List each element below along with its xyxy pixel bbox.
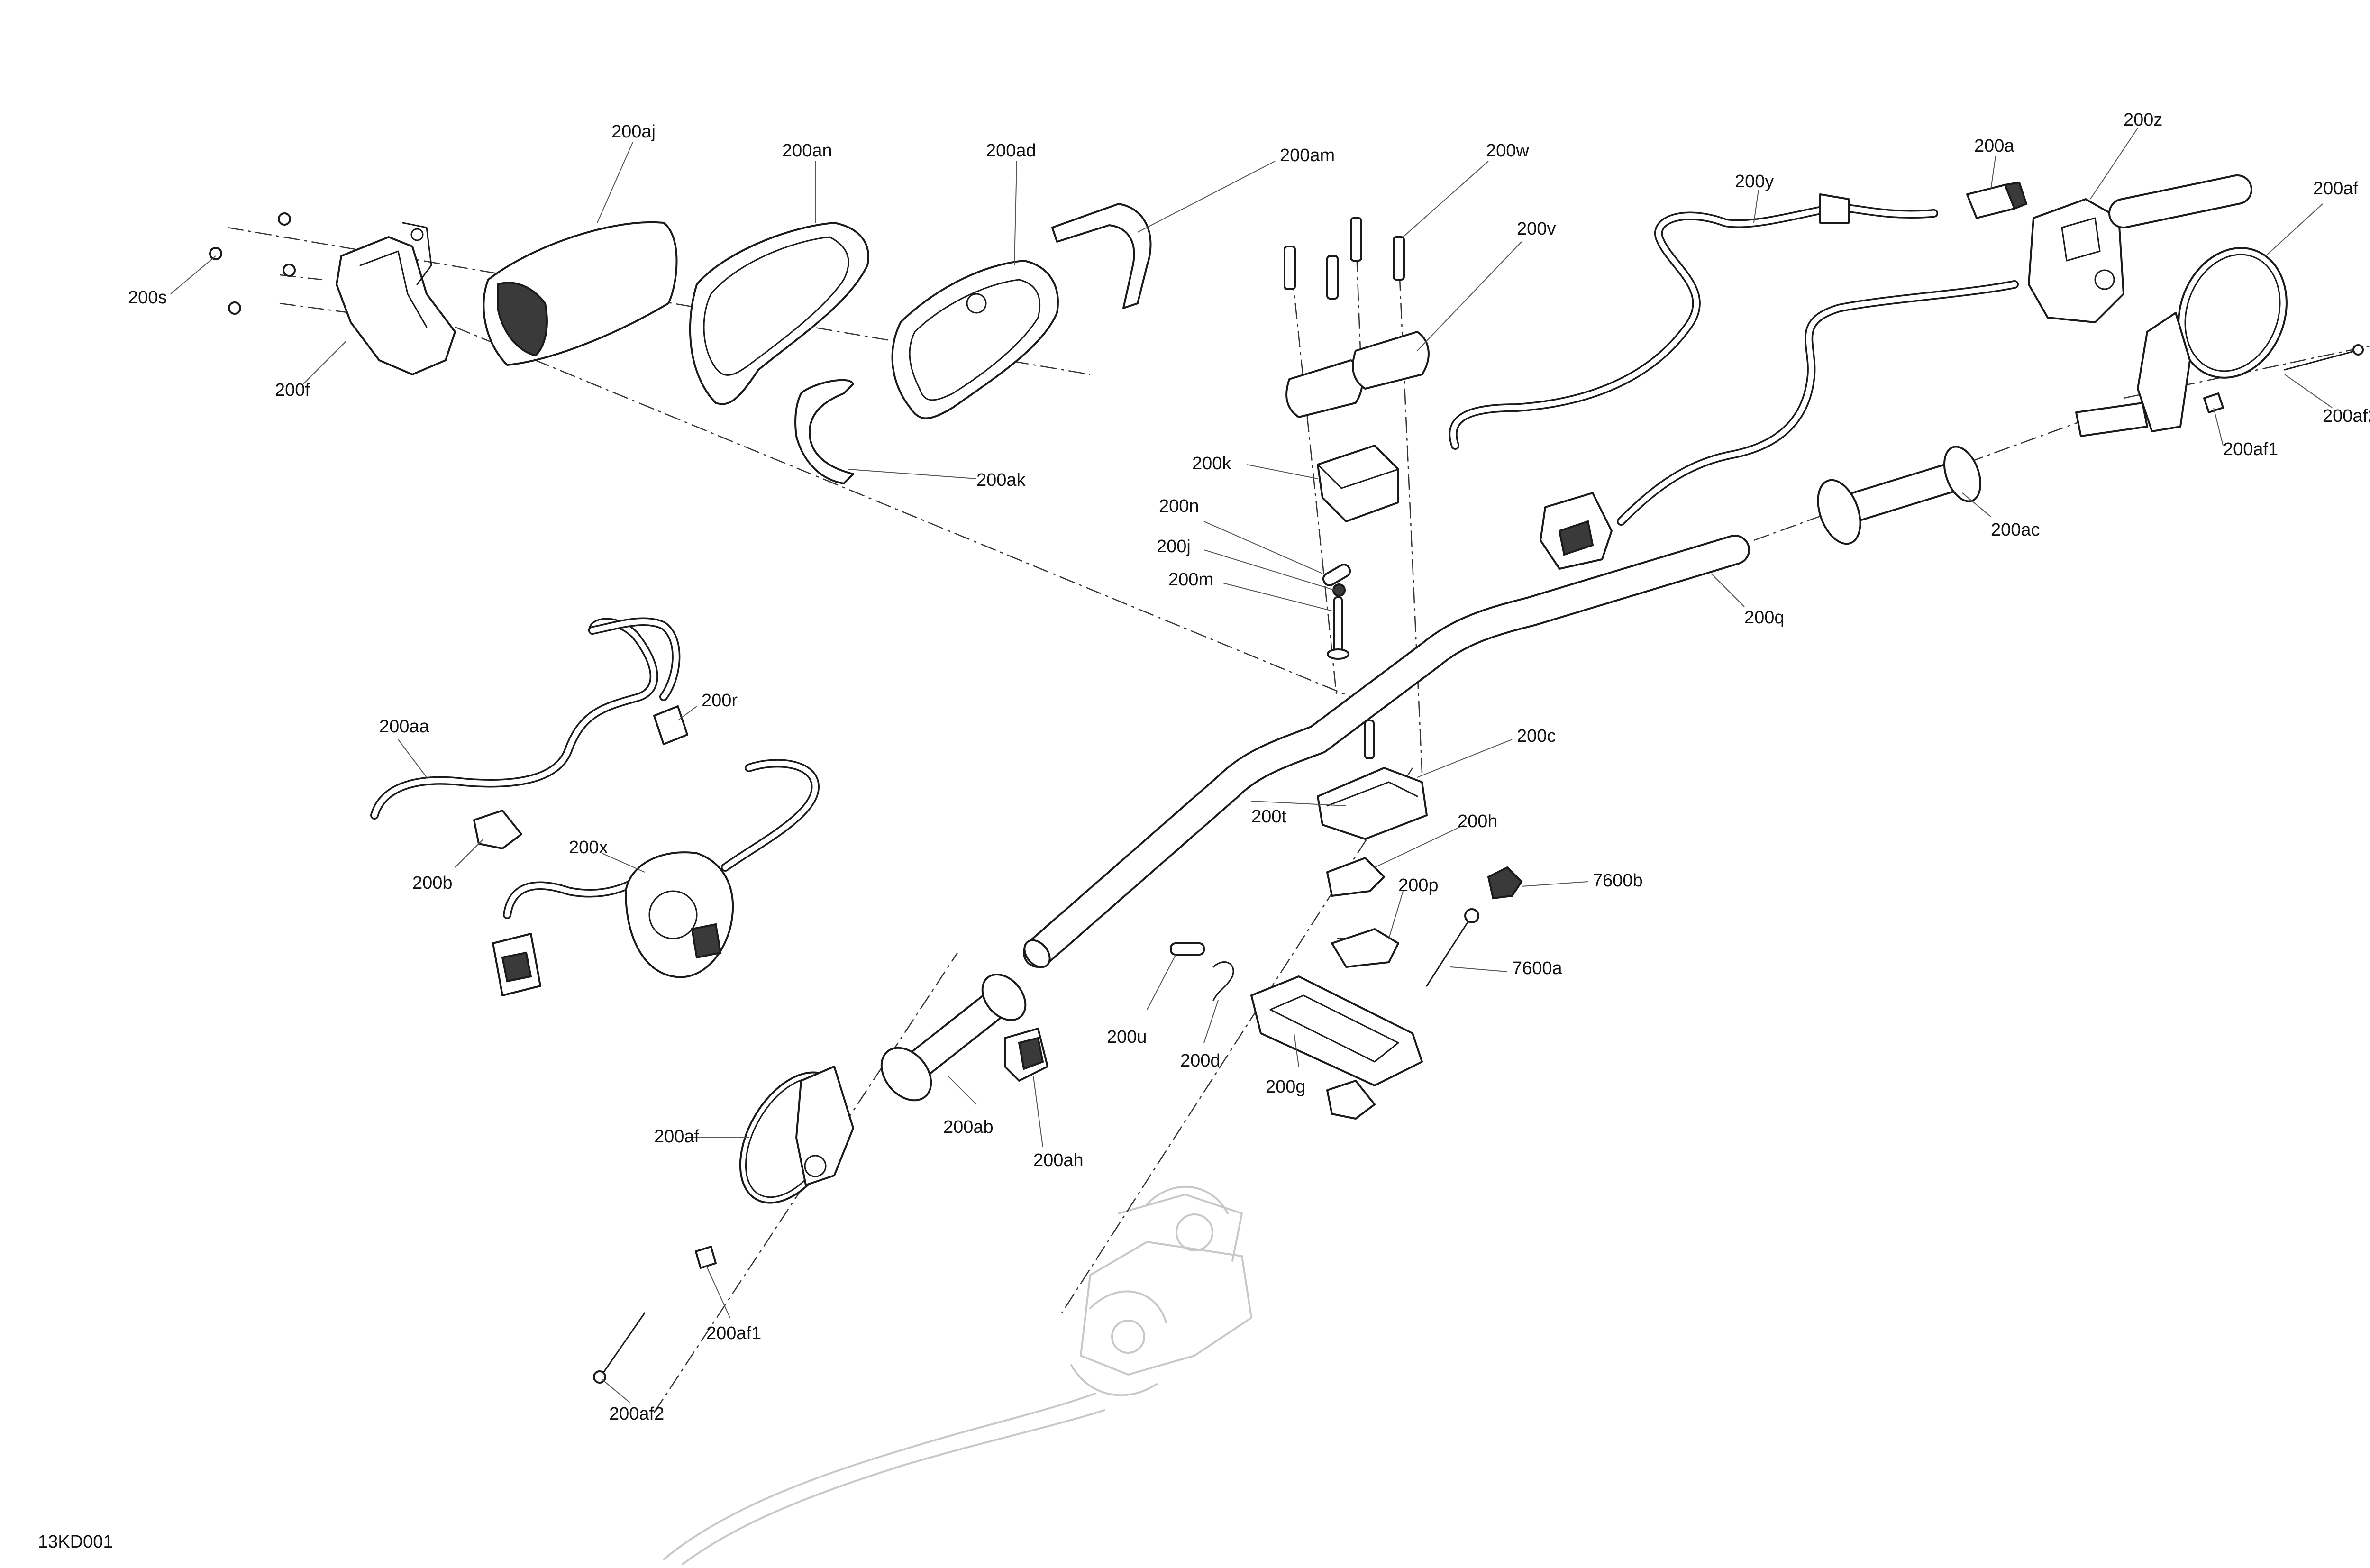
callout-200j: 200j [1157,537,1191,556]
callout-200an: 200an [782,141,832,161]
harness-200aa [370,617,681,820]
callout-200af2-left: 200af2 [609,1404,664,1424]
callout-200t: 200t [1251,807,1286,827]
ghost-steering-column [663,1185,1252,1565]
bolt-200m [1327,596,1349,660]
screws-200w [1284,217,1405,300]
pin-200n [1322,564,1351,586]
callout-200d: 200d [1180,1051,1221,1071]
callout-200r: 200r [702,691,738,711]
spring-200d [1212,961,1234,1001]
callout-200s: 200s [128,288,167,308]
callout-200v: 200v [1517,219,1556,239]
callout-200f: 200f [275,380,310,400]
nut-200af1-left [695,1246,717,1269]
weight-200ah [1004,1028,1048,1082]
callout-200af-right: 200af [2313,179,2359,199]
bolt-7600a [1426,908,1479,987]
spring-200j [1332,583,1346,597]
connector-200a [1966,181,2028,219]
mirror-200af-right [2075,247,2288,437]
clamp-200c [1317,767,1428,840]
callout-200u: 200u [1107,1027,1147,1047]
callout-200ac: 200ac [1991,520,2040,540]
bolt-200af2-right [2284,344,2364,371]
callout-200ak: 200ak [976,470,1026,490]
cluster-bracket-200f [336,222,456,375]
callout-200g: 200g [1266,1077,1306,1097]
clamp-block-200k [1317,445,1399,522]
pin-200u [1170,942,1205,956]
grip-200ab [880,973,1027,1102]
callout-200af-left: 200af [654,1127,700,1147]
callout-200x: 200x [569,838,608,857]
callout-200w: 200w [1486,141,1529,161]
callout-200a: 200a [1974,136,2014,156]
lever-200g [1250,975,1423,1120]
callout-200ab: 200ab [943,1117,994,1137]
callout-200z: 200z [2124,110,2162,130]
connector-200r [653,705,688,745]
harness-200y [1449,193,2019,570]
screw-200t [1364,720,1375,759]
cover-200aj [483,221,678,366]
nut-200af1-right [2203,392,2224,413]
callout-200n: 200n [1159,496,1199,516]
callout-200c: 200c [1517,726,1556,746]
callout-200aa: 200aa [379,717,430,737]
callout-7600a: 7600a [1512,958,1563,978]
callout-200h: 200h [1458,811,1498,831]
clamp-200v [1285,331,1430,418]
switch-housing-200x [492,759,820,996]
callout-200k: 200k [1192,454,1231,474]
callout-200af1-left: 200af1 [706,1323,761,1343]
bolt-200af2-left [593,1312,646,1384]
callout-200af1-right: 200af1 [2223,439,2278,459]
mirror-200af-left [739,1066,854,1204]
drawing-code: 13KD001 [38,1532,113,1552]
callout-200p: 200p [1398,875,1439,895]
connector-200b [473,810,522,849]
knob-7600b [1487,866,1523,900]
trim-200am [1051,203,1152,309]
callout-200am: 200am [1280,146,1335,165]
callout-200af2-right: 200af2 [2323,406,2370,426]
callout-200ad: 200ad [986,141,1036,161]
callout-200aj: 200aj [611,122,656,142]
callout-200b: 200b [412,873,453,893]
housing-200ad [891,260,1059,419]
bezel-200an [689,222,869,405]
switch-housing-200z [2028,174,2252,323]
callout-labels: 200aj 200an 200ad 200am 200w 200v 200y 2… [38,110,2370,1552]
callout-200y: 200y [1735,172,1774,191]
callout-leaders [170,128,2333,1404]
spacer-200h [1326,857,1385,897]
trim-200ak [794,379,854,484]
callout-200m: 200m [1168,570,1213,590]
plate-200p [1331,928,1399,968]
callout-7600b: 7600b [1593,871,1643,891]
callout-200ah: 200ah [1033,1150,1084,1170]
grip-200ac [1817,446,1981,545]
callout-200q: 200q [1744,608,1785,628]
handlebar-200q [1023,535,1750,968]
screws-200s [209,212,296,315]
